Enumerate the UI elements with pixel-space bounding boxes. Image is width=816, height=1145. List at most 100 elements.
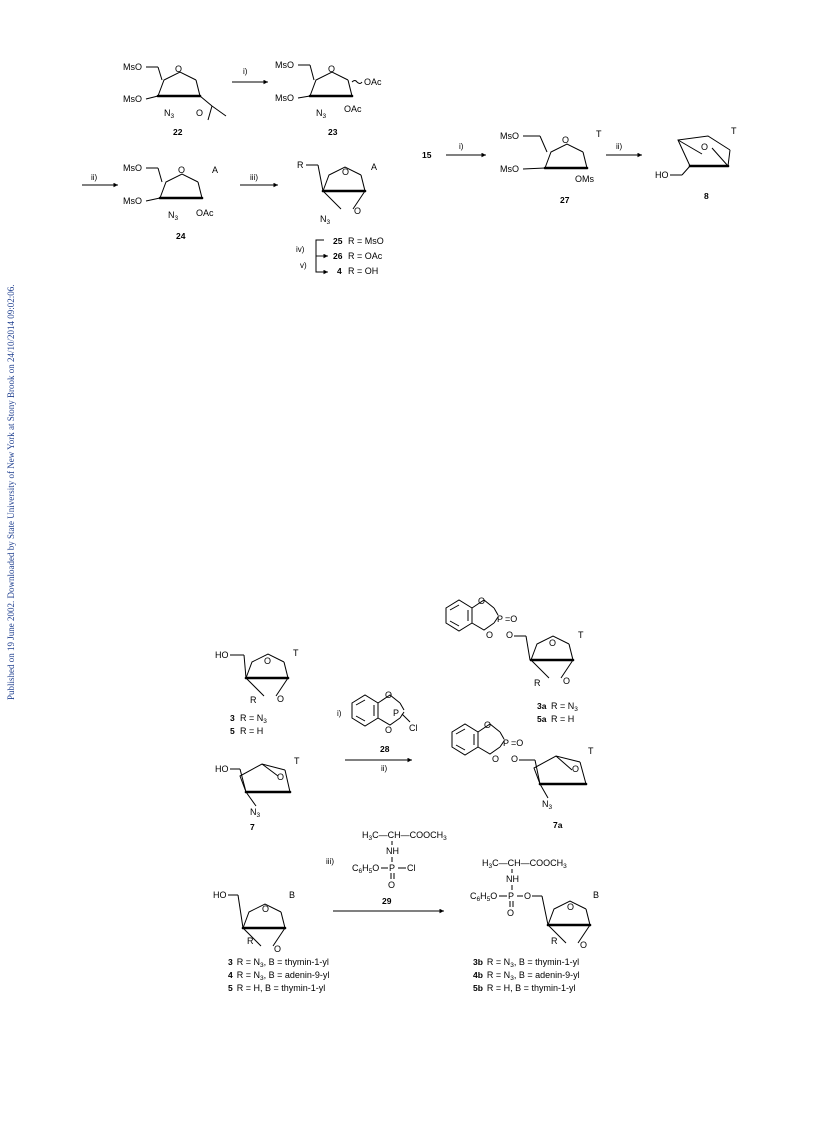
svg-text:T: T bbox=[293, 648, 299, 658]
svg-text:5a: 5a bbox=[537, 714, 547, 724]
svg-text:O: O bbox=[385, 725, 392, 735]
compound-3b-4b-5b: H3C—CH—COOCH3 NH C6H5O P O O O B O R bbox=[470, 858, 599, 950]
svg-text:HO: HO bbox=[215, 764, 229, 774]
svg-text:O: O bbox=[277, 694, 284, 704]
svg-text:i): i) bbox=[337, 709, 342, 718]
svg-text:T: T bbox=[294, 756, 300, 766]
svg-text:O: O bbox=[277, 772, 284, 782]
svg-text:MsO: MsO bbox=[500, 131, 519, 141]
svg-text:C6H5O: C6H5O bbox=[470, 891, 497, 903]
svg-text:OAc: OAc bbox=[364, 77, 382, 87]
svg-text:T: T bbox=[588, 746, 594, 756]
svg-text:O: O bbox=[572, 764, 579, 774]
label-n3: N3 bbox=[164, 108, 175, 120]
svg-text:24: 24 bbox=[176, 231, 186, 241]
svg-text:3bR = N3, B = thymin-1-yl: 3bR = N3, B = thymin-1-yl bbox=[473, 957, 579, 969]
label-mso: MsO bbox=[123, 62, 142, 72]
svg-text:5R = H, B = thymin-1-yl: 5R = H, B = thymin-1-yl bbox=[228, 983, 325, 993]
svg-text:MsO: MsO bbox=[123, 196, 142, 206]
svg-text:OMs: OMs bbox=[575, 174, 594, 184]
compound-8: O T HO 8 bbox=[655, 126, 737, 201]
svg-text:R = H: R = H bbox=[551, 714, 574, 724]
svg-text:R: R bbox=[250, 695, 257, 705]
svg-text:7: 7 bbox=[250, 822, 255, 832]
svg-text:N3: N3 bbox=[168, 210, 179, 222]
svg-text:ii): ii) bbox=[91, 173, 98, 182]
svg-text:H3C—CH—COOCH3: H3C—CH—COOCH3 bbox=[362, 830, 447, 842]
svg-text:28: 28 bbox=[380, 744, 390, 754]
svg-text:=O: =O bbox=[505, 614, 517, 624]
svg-text:=O: =O bbox=[511, 738, 523, 748]
compound-7: O T HO N3 7 bbox=[215, 756, 300, 832]
svg-text:v): v) bbox=[300, 261, 307, 270]
svg-text:Cl: Cl bbox=[407, 863, 416, 873]
svg-text:R = OAc: R = OAc bbox=[348, 251, 383, 261]
svg-text:O: O bbox=[354, 206, 361, 216]
series-25-26-4: iv) v) 25 R = MsO 26 R = OAc 4 R = OH bbox=[296, 236, 384, 276]
svg-text:P: P bbox=[497, 614, 503, 624]
svg-text:A: A bbox=[371, 162, 377, 172]
svg-text:OAc: OAc bbox=[196, 208, 214, 218]
svg-text:O: O bbox=[524, 891, 531, 901]
svg-text:ii): ii) bbox=[616, 142, 623, 151]
svg-text:N3: N3 bbox=[316, 108, 327, 120]
svg-text:3a: 3a bbox=[537, 701, 547, 711]
svg-text:O: O bbox=[262, 904, 269, 914]
compound-number: 22 bbox=[173, 127, 183, 137]
arrow-step-ii: ii) bbox=[82, 173, 118, 188]
compound-3-4-5-start: HO O B O R bbox=[213, 890, 295, 954]
compound-7a: O P =O O O O T N3 7a bbox=[451, 720, 594, 830]
svg-text:R = H: R = H bbox=[240, 726, 263, 736]
svg-text:A: A bbox=[212, 165, 218, 175]
svg-text:O: O bbox=[264, 656, 271, 666]
svg-text:R: R bbox=[551, 936, 558, 946]
svg-text:O: O bbox=[486, 630, 493, 640]
svg-text:Cl: Cl bbox=[409, 723, 418, 733]
svg-text:N3: N3 bbox=[320, 214, 331, 226]
arrow-step-i: i) bbox=[232, 67, 268, 85]
svg-text:O: O bbox=[385, 690, 392, 700]
compound-24: MsO MsO O A N3 OAc 24 bbox=[123, 163, 218, 241]
svg-text:O: O bbox=[506, 630, 513, 640]
svg-text:T: T bbox=[731, 126, 737, 136]
svg-text:3R = N3, B = thymin-1-yl: 3R = N3, B = thymin-1-yl bbox=[228, 957, 329, 969]
svg-text:R: R bbox=[297, 160, 304, 170]
svg-text:MsO: MsO bbox=[275, 93, 294, 103]
svg-text:26: 26 bbox=[333, 251, 343, 261]
svg-text:O: O bbox=[492, 754, 499, 764]
svg-text:O: O bbox=[511, 754, 518, 764]
svg-text:MsO: MsO bbox=[123, 163, 142, 173]
compound-3a-5a: O P =O O O O T O R 3a R = N3 5a R = H bbox=[445, 596, 584, 724]
svg-text:MsO: MsO bbox=[275, 60, 294, 70]
svg-text:B: B bbox=[593, 890, 599, 900]
svg-text:15: 15 bbox=[422, 150, 432, 160]
svg-text:NH: NH bbox=[506, 874, 519, 884]
compound-22: MsO MsO O N3 O 22 bbox=[123, 62, 227, 137]
svg-text:8: 8 bbox=[704, 191, 709, 201]
svg-text:P: P bbox=[508, 891, 514, 901]
svg-text:27: 27 bbox=[560, 195, 570, 205]
svg-text:R: R bbox=[247, 936, 254, 946]
svg-text:O: O bbox=[567, 902, 574, 912]
label-o: O bbox=[196, 108, 203, 118]
svg-text:O: O bbox=[549, 638, 556, 648]
svg-text:iii): iii) bbox=[326, 857, 334, 866]
svg-text:O: O bbox=[580, 940, 587, 950]
svg-text:OAc: OAc bbox=[344, 104, 362, 114]
svg-text:H3C—CH—COOCH3: H3C—CH—COOCH3 bbox=[482, 858, 567, 870]
svg-text:HO: HO bbox=[213, 890, 227, 900]
svg-text:C6H5O: C6H5O bbox=[352, 863, 379, 875]
svg-text:O: O bbox=[274, 944, 281, 954]
svg-text:R = MsO: R = MsO bbox=[348, 236, 384, 246]
svg-text:29: 29 bbox=[382, 896, 392, 906]
svg-text:R: R bbox=[534, 678, 541, 688]
svg-text:R = N3: R = N3 bbox=[551, 701, 578, 713]
svg-text:R = N3: R = N3 bbox=[240, 713, 267, 725]
compound-15: 15 bbox=[422, 150, 432, 160]
svg-text:O: O bbox=[484, 720, 491, 730]
label-o: O bbox=[175, 64, 182, 74]
label-mso: MsO bbox=[123, 94, 142, 104]
svg-text:7a: 7a bbox=[553, 820, 563, 830]
svg-text:O: O bbox=[701, 142, 708, 152]
